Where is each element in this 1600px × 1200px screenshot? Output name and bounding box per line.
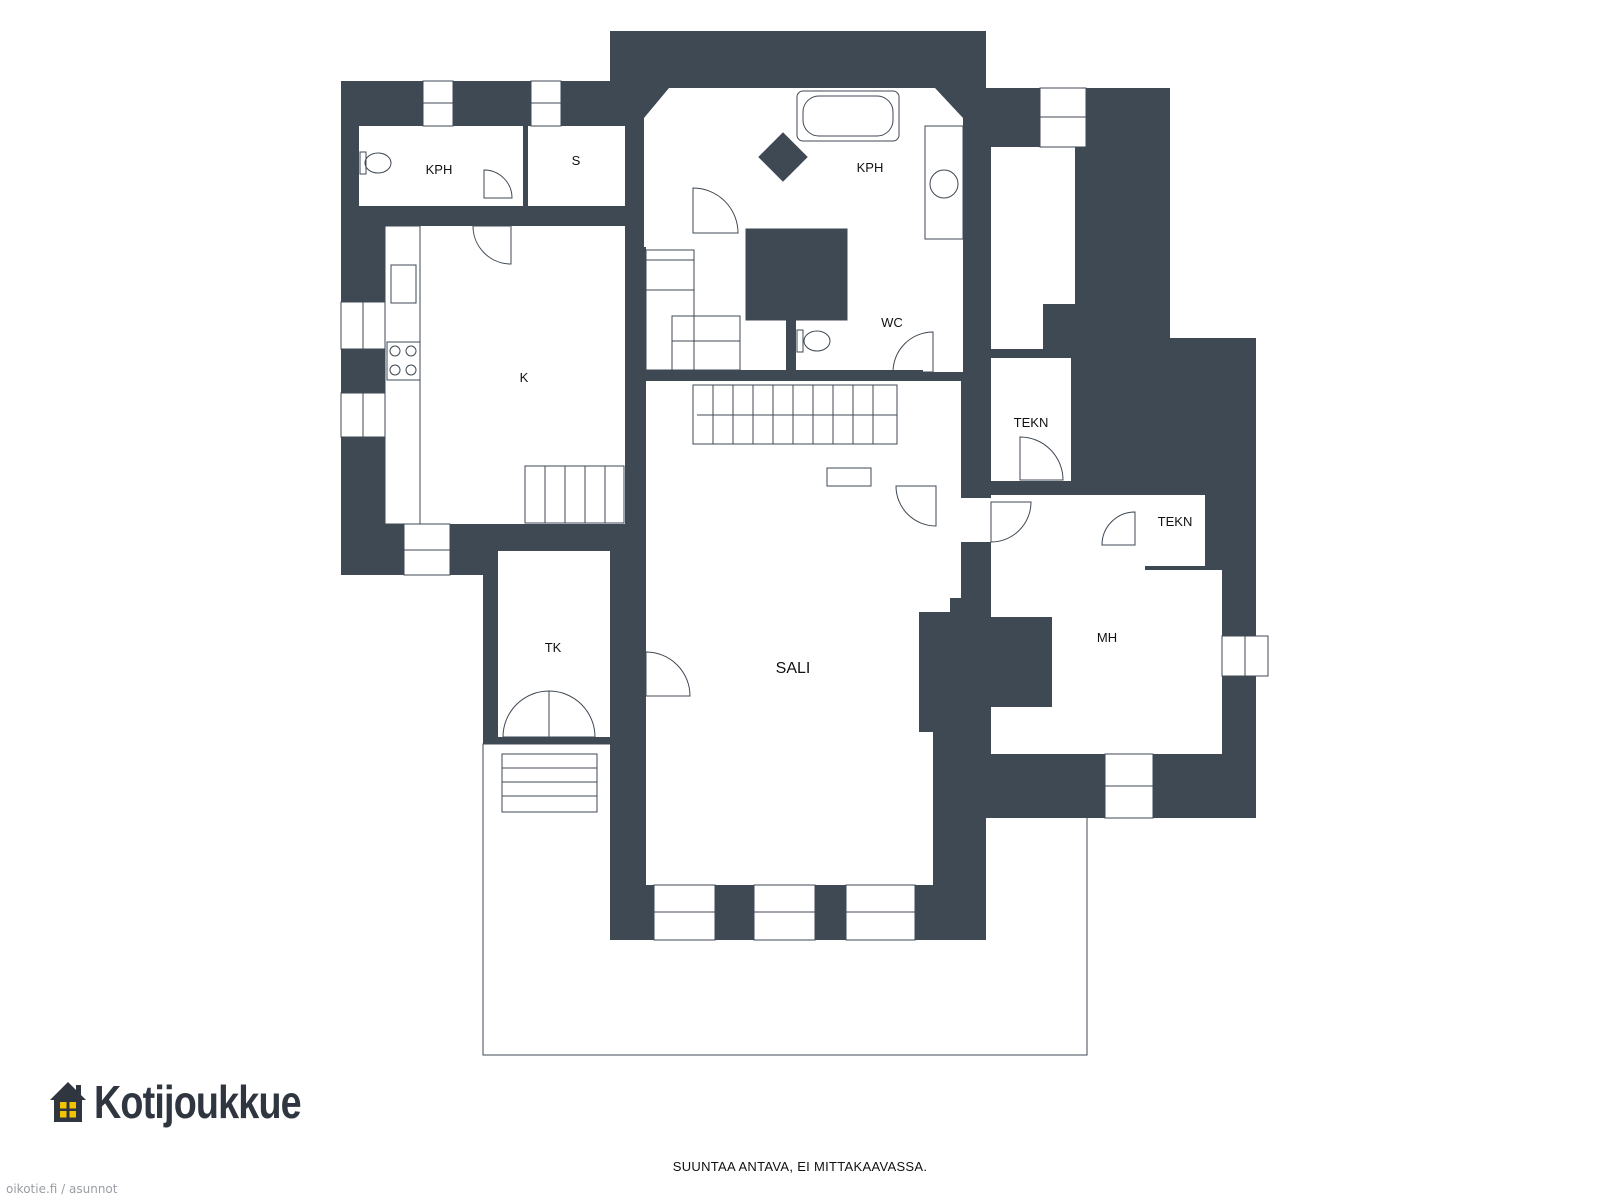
floor-tekn-lower [1145, 495, 1205, 566]
house-icon [50, 1082, 86, 1122]
toilet-tank [796, 329, 804, 353]
room-floors [359, 88, 1222, 885]
room-label-tekn-lower: TEKN [1158, 514, 1193, 529]
floor-sali [646, 486, 961, 885]
floor-sali-door-gap [961, 498, 991, 542]
door-swing [895, 485, 937, 527]
floor-kph-small [359, 126, 523, 206]
fixtures [359, 90, 964, 813]
door-swing [645, 651, 691, 697]
brand-name: Kotijoukkue [94, 1076, 302, 1128]
room-label-mh: MH [1097, 630, 1117, 645]
door-swing [892, 331, 934, 373]
floor-s [528, 126, 625, 206]
room-label-s: S [572, 153, 581, 168]
entrance-steps [501, 753, 598, 813]
chimney [745, 228, 848, 321]
floor-wardrobe-left [991, 147, 1043, 349]
vanity [924, 125, 964, 240]
door-swing [1101, 511, 1136, 546]
disclaimer: SUUNTAA ANTAVA, EI MITTAKAAVASSA. [672, 1159, 928, 1174]
kitchen-sink [390, 264, 417, 304]
room-label-wc: WC [881, 315, 903, 330]
watermark: oikotie.fi / asunnot [6, 1182, 118, 1196]
floor-tk [498, 551, 610, 737]
room-label-kph-main: KPH [857, 160, 884, 175]
room-label-kph-small: KPH [426, 162, 453, 177]
bathtub-inner [802, 95, 894, 137]
burner [405, 364, 417, 376]
doors [472, 169, 1136, 738]
burner [389, 345, 401, 357]
door-swing [1019, 436, 1064, 481]
fireplace [826, 467, 872, 487]
brand-logo: Kotijoukkue [48, 1075, 346, 1129]
room-label-sali: SALI [776, 660, 811, 677]
room-label-tekn-upper: TEKN [1014, 415, 1049, 430]
door-swing [692, 187, 739, 234]
floor-tekn-upper [991, 358, 1071, 481]
windows [340, 80, 1269, 941]
toilet-bowl [364, 152, 392, 174]
door-swing [483, 169, 513, 199]
floor-mh [991, 495, 1222, 754]
door-swing [990, 501, 1032, 543]
sauna-bench [645, 249, 695, 371]
door-swing [472, 225, 512, 265]
burner [405, 345, 417, 357]
floor-stair-hall [646, 381, 961, 486]
toilet-tank [359, 151, 367, 175]
stove [386, 341, 421, 381]
toilet-bowl [803, 330, 831, 352]
room-label-tk: TK [545, 640, 562, 655]
sink [929, 169, 959, 199]
door-swing [548, 690, 596, 738]
burner [389, 364, 401, 376]
kitchen-stairs [524, 465, 625, 524]
floor-k [385, 226, 625, 524]
stove-sauna [758, 132, 808, 182]
bathtub [796, 90, 900, 142]
sauna-bench [671, 315, 741, 371]
room-label-k: K [520, 370, 529, 385]
